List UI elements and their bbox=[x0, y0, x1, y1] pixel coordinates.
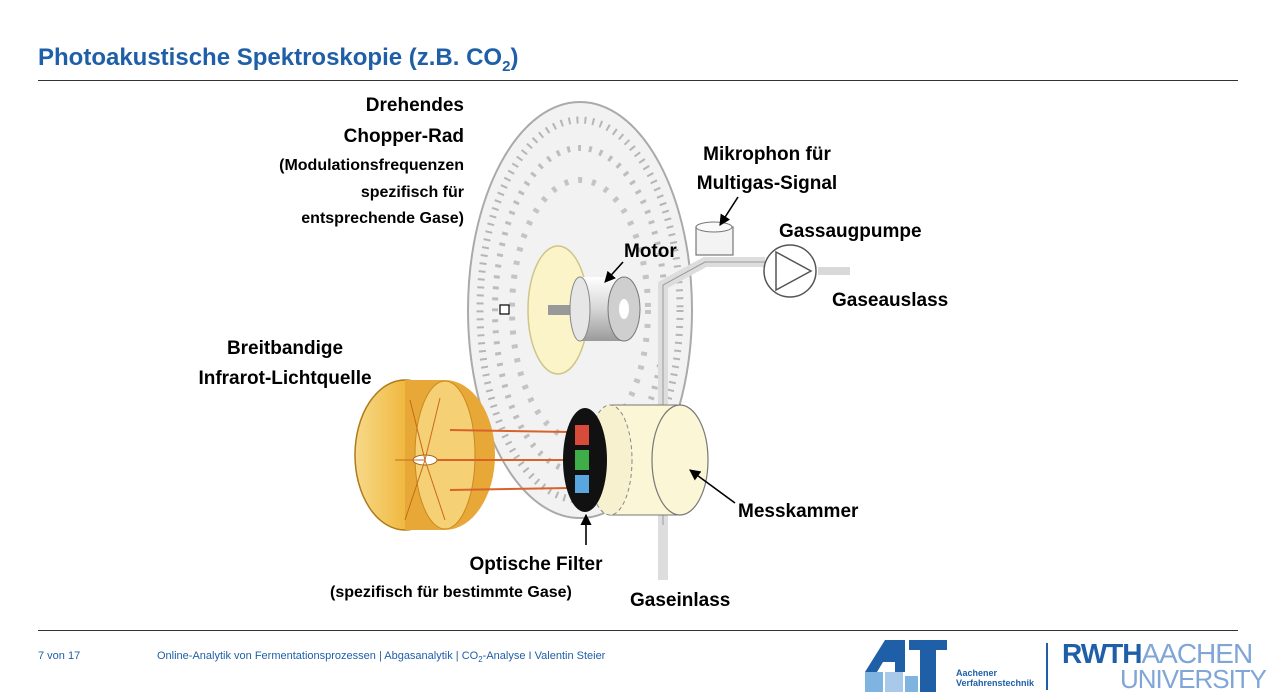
label-filter-2: (spezifisch für bestimmte Gase) bbox=[330, 584, 572, 601]
title-divider bbox=[38, 80, 1238, 81]
optical-filter-wheel bbox=[563, 408, 607, 512]
label-source-2: Infrarot-Lichtquelle bbox=[198, 368, 372, 389]
label-chopper-1: Drehendes bbox=[365, 95, 464, 116]
slide-title: Photoakustische Spektroskopie (z.B. CO2) bbox=[38, 44, 519, 75]
label-mic-1: Mikrophon für bbox=[703, 144, 831, 165]
label-filter-1: Optische Filter bbox=[469, 554, 603, 575]
label-motor: Motor bbox=[624, 241, 677, 262]
rwth-logo-line2: UNIVERSITY bbox=[1120, 664, 1267, 694]
label-arrows bbox=[580, 196, 739, 545]
motor-unit bbox=[548, 276, 641, 342]
ir-light-source bbox=[354, 379, 495, 531]
label-outlet: Gaseauslass bbox=[832, 290, 949, 311]
label-chopper-5: entsprechende Gase) bbox=[301, 210, 464, 227]
label-chopper-2: Chopper-Rad bbox=[343, 126, 464, 147]
avt-logo-icon bbox=[865, 640, 947, 692]
measurement-chamber bbox=[587, 404, 709, 516]
rwth-logo-line1: RWTHAACHEN bbox=[1062, 638, 1253, 669]
logo-divider bbox=[1046, 643, 1048, 690]
footer-text: Online-Analytik von Fermentationsprozess… bbox=[157, 650, 606, 665]
label-inlet: Gaseinlass bbox=[630, 590, 731, 611]
footer-divider bbox=[38, 630, 1238, 631]
label-pump: Gassaugpumpe bbox=[779, 221, 922, 242]
label-chamber: Messkammer bbox=[738, 501, 859, 522]
label-mic-2: Multigas-Signal bbox=[696, 173, 838, 194]
page-number: 7 von 17 bbox=[38, 650, 81, 662]
label-chopper-3: (Modulationsfrequenzen bbox=[279, 157, 464, 174]
label-source-1: Breitbandige bbox=[226, 338, 344, 359]
pump-symbol bbox=[763, 244, 817, 298]
label-chopper-4: spezifisch für bbox=[360, 184, 464, 201]
